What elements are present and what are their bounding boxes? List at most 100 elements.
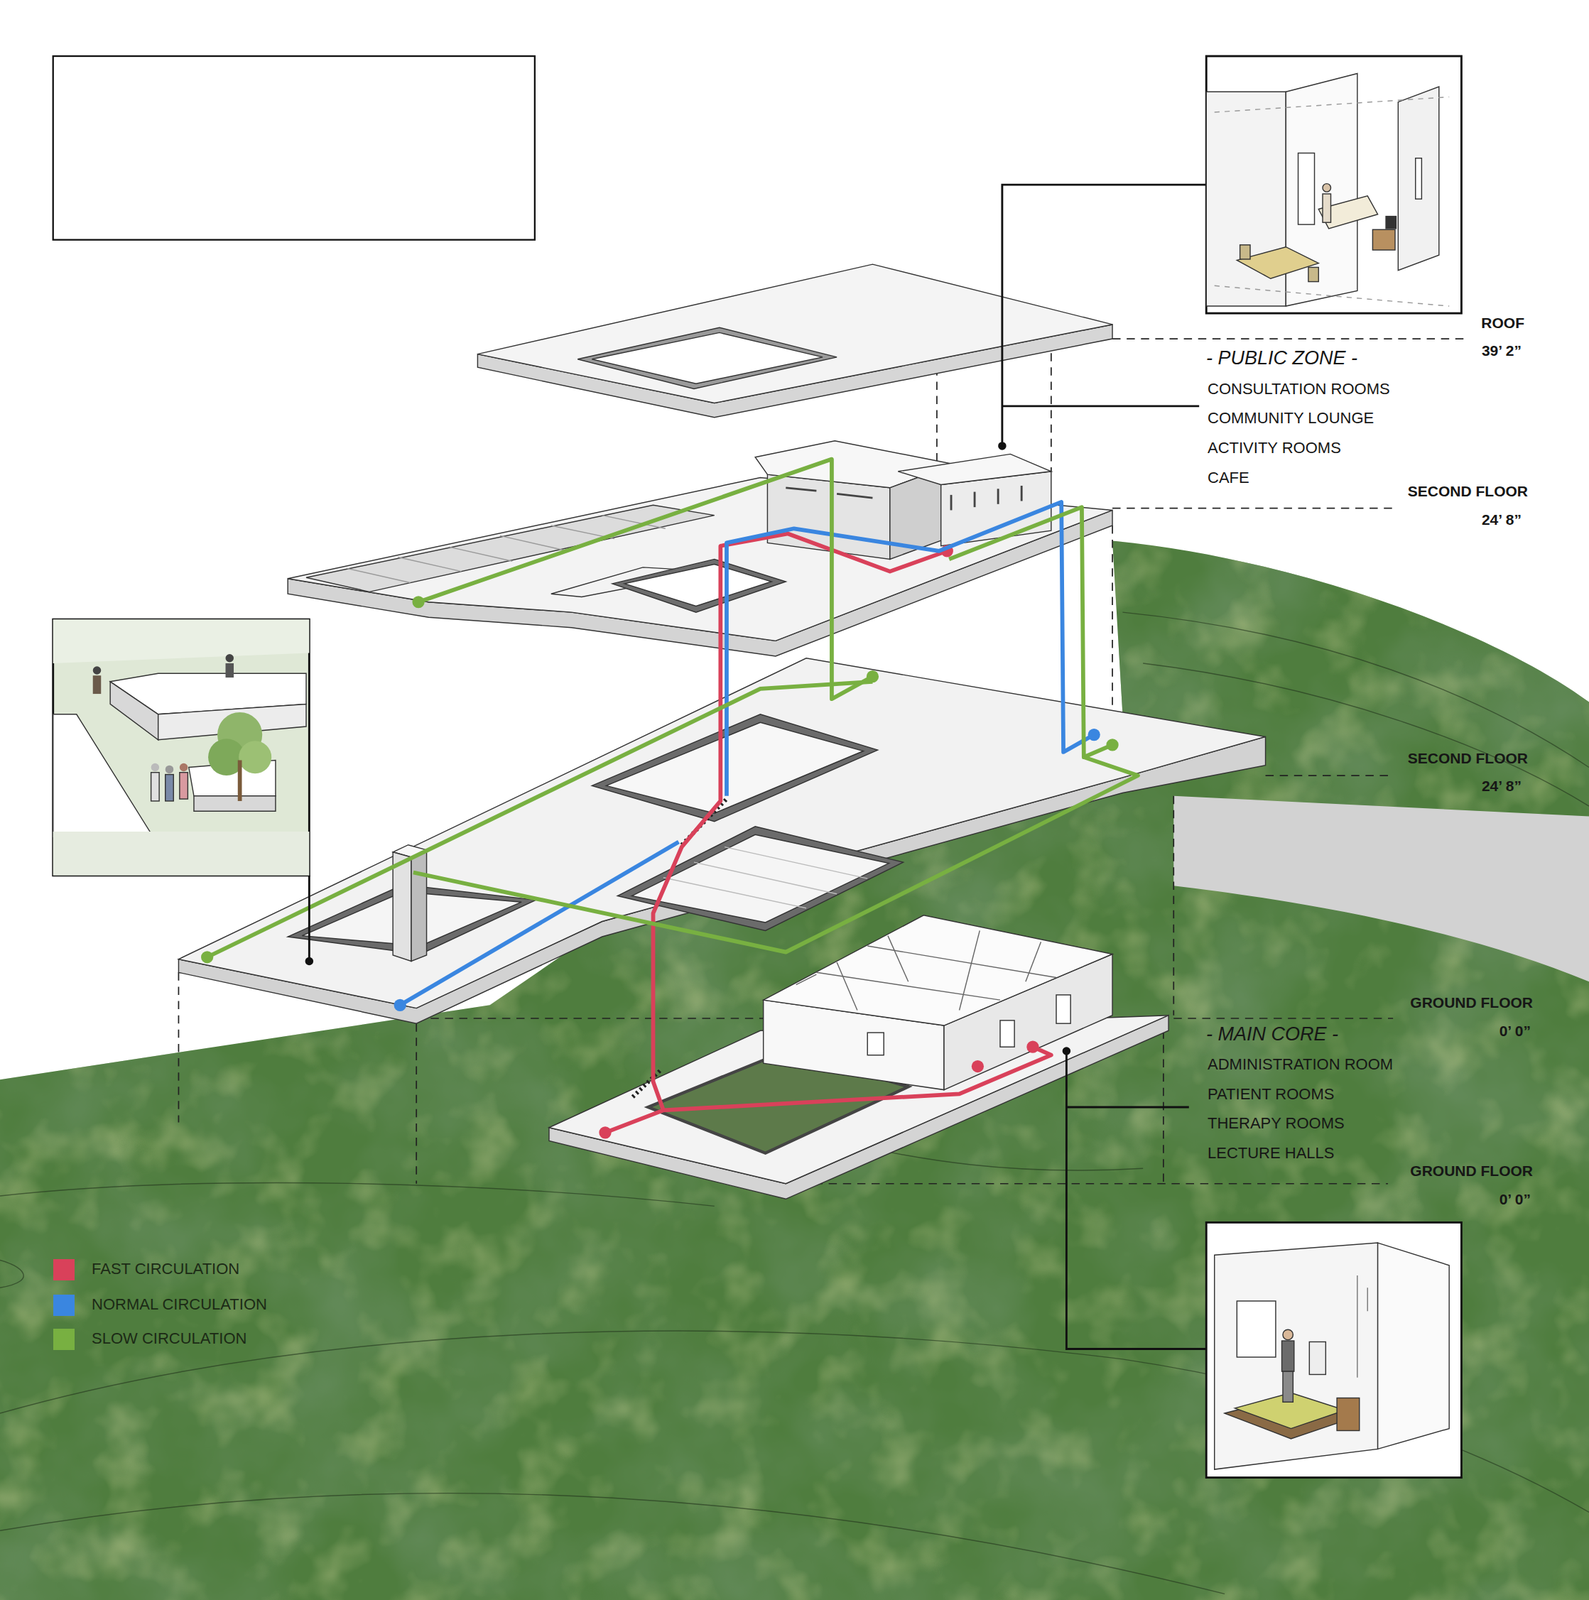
normal-circulation-path-part	[399, 841, 679, 1006]
patient-room-inset-part	[1282, 1329, 1293, 1340]
ground-floor-slab-part-part	[836, 962, 858, 1011]
fast-circulation-dots	[598, 544, 1039, 1139]
ground-floor-slab-part-part	[816, 972, 1001, 1001]
legend-swatch	[53, 1329, 75, 1351]
public-floor-slab-part-part	[836, 493, 873, 498]
public-floor-slab-part-part	[785, 487, 817, 491]
level-name: GROUND FLOOR	[1409, 1162, 1533, 1180]
dashed-level-lines-part	[1111, 525, 1114, 737]
fast-circulation-dots-part	[1026, 1041, 1039, 1054]
ground-floor-slab-part	[1000, 1020, 1015, 1048]
ground-floor-slab-part-part	[887, 936, 909, 983]
slow-circulation-path-part	[418, 459, 873, 700]
lounge-inset-part	[1372, 229, 1396, 251]
level-name: ROOF	[1481, 314, 1525, 332]
courtyard-inset-part	[151, 772, 160, 802]
courtyard-inset-part	[237, 760, 243, 801]
leader-lines	[308, 184, 1207, 1349]
patient-room-inset-part	[1214, 1243, 1379, 1470]
patient-room-inset-part	[1309, 1341, 1326, 1375]
normal-circulation-path	[399, 502, 1094, 1006]
dashed-level-lines-part	[1112, 507, 1393, 510]
roof-slab-part	[577, 327, 837, 389]
public-floor-slab	[287, 441, 1113, 657]
lounge-inset-part	[1240, 245, 1251, 260]
normal-circulation-dots-part	[394, 999, 407, 1012]
level-name: SECOND FLOOR	[1407, 483, 1528, 501]
level-name: GROUND FLOOR	[1409, 994, 1533, 1012]
zone-heading: - PUBLIC ZONE -	[1206, 347, 1358, 370]
courtyard-floor-slab-part	[605, 722, 864, 814]
ground-floor-slab-part	[763, 915, 1113, 1026]
legend-text: NORMAL CIRCULATION	[91, 1295, 268, 1314]
elevation-value: 39’ 2”	[1481, 342, 1522, 360]
leader-lines-part	[1066, 1106, 1189, 1109]
courtyard-inset-part	[225, 654, 234, 663]
courtyard-floor-slab-part	[392, 852, 412, 962]
normal-circulation-dots	[394, 728, 1101, 1012]
patient-room-inset-part	[1282, 1371, 1293, 1403]
ground-floor-slab	[549, 915, 1169, 1200]
elevation-value: 24’ 8”	[1481, 511, 1522, 529]
lounge-inset-part	[1206, 56, 1462, 314]
fast-circulation-path-part	[605, 1047, 1052, 1133]
level-name: SECOND FLOOR	[1407, 750, 1528, 768]
courtyard-inset-part	[193, 796, 276, 812]
fast-circulation-path-part	[653, 533, 948, 1111]
legend-text: FAST CIRCULATION	[91, 1260, 240, 1278]
public-floor-slab-part	[897, 453, 1052, 485]
dashed-level-lines	[178, 338, 1469, 1185]
slow-circulation-dots-part	[1105, 738, 1119, 751]
public-floor-slab-part-part	[997, 488, 1000, 505]
program-item: THERAPY ROOMS	[1207, 1114, 1345, 1133]
public-floor-slab-part-part	[346, 568, 410, 583]
courtyard-floor-slab-part	[663, 847, 868, 909]
courtyard-inset-part	[165, 774, 174, 802]
leader-lines-part	[308, 875, 311, 962]
leader-lines-part	[1002, 404, 1200, 408]
normal-circulation-path-part	[726, 502, 1094, 797]
courtyard-inset-part	[93, 675, 101, 694]
public-floor-slab-part	[785, 485, 1022, 511]
ground-floor-slab-part-part	[959, 930, 981, 1011]
lounge-inset-part	[1397, 86, 1439, 271]
patient-room-inset-part	[1378, 1243, 1450, 1450]
slow-circulation-dots-part	[201, 951, 214, 964]
courtyard-floor-slab-part	[591, 714, 878, 822]
courtyard-inset-part	[53, 831, 310, 876]
ground-floor-slab-part	[867, 1032, 884, 1056]
courtyard-inset-part	[151, 763, 160, 772]
roof-slab-part	[477, 264, 1113, 403]
public-floor-slab-part-part	[973, 492, 976, 508]
dashed-level-lines-part	[785, 1183, 1388, 1185]
fast-circulation-dots-part	[598, 1126, 611, 1139]
elevation-value: 24’ 8”	[1481, 777, 1522, 795]
lounge-inset-part	[1322, 183, 1331, 192]
ground-floor-slab-part	[1056, 995, 1071, 1024]
public-floor-slab-part-part	[1020, 485, 1023, 502]
public-floor-slab-part	[767, 474, 890, 560]
courtyard-inset-part	[238, 740, 272, 774]
lounge-inset-part	[1415, 158, 1423, 199]
program-item: ADMINISTRATION ROOM	[1207, 1055, 1393, 1074]
slow-circulation-path	[207, 459, 1138, 958]
program-item: CONSULTATION ROOMS	[1207, 380, 1391, 398]
public-floor-slab-part	[612, 559, 786, 613]
slow-circulation-path-part	[948, 507, 1113, 758]
elevation-value: 0’ 0”	[1499, 1191, 1531, 1209]
leader-dots-part	[305, 957, 314, 966]
dashed-level-lines-part	[1172, 796, 1175, 1016]
courtyard-inset-part	[179, 763, 188, 772]
legend-swatch	[53, 1259, 75, 1281]
patient-room-inset-part	[1357, 1275, 1368, 1379]
slow-circulation-dots	[201, 595, 1119, 964]
public-floor-slab-part-part	[950, 495, 953, 511]
public-floor-slab-part-part	[397, 557, 462, 572]
fast-circulation-dots-part	[971, 1060, 984, 1073]
leader-dots-part	[998, 441, 1006, 450]
ground-floor-slab-part	[796, 930, 1057, 1011]
